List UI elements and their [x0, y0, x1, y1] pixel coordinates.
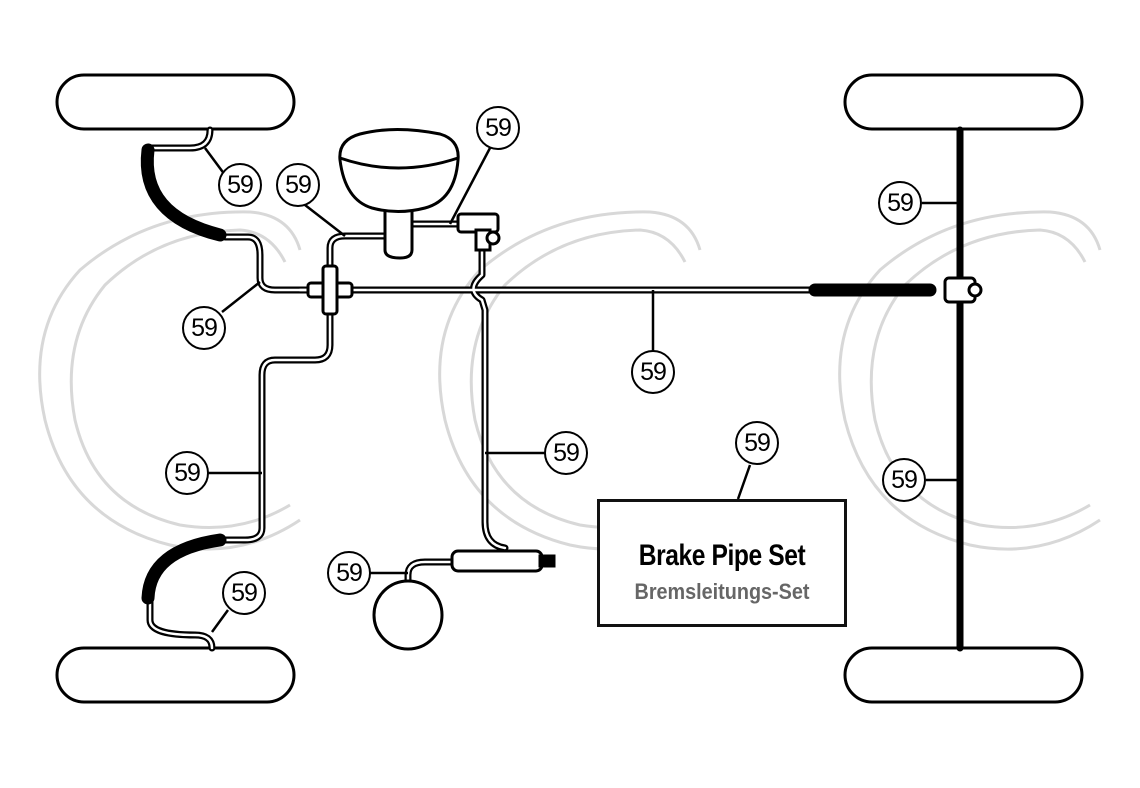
callout-59: 59	[222, 571, 266, 615]
callout-59: 59	[631, 350, 675, 394]
callout-59: 59	[735, 421, 779, 465]
brake-servo	[372, 579, 444, 651]
wheel-front-right	[55, 646, 296, 704]
fittings	[306, 212, 983, 573]
callout-59: 59	[276, 163, 320, 207]
wheel-front-left	[55, 73, 296, 131]
leader-lines	[203, 147, 960, 633]
hose-front-right	[141, 533, 227, 605]
callout-59: 59	[182, 306, 226, 350]
callout-59: 59	[544, 431, 588, 475]
wheel-rear-left	[843, 73, 1084, 131]
callout-59: 59	[878, 181, 922, 225]
callout-59: 59	[218, 163, 262, 207]
watermark-logo	[38, 210, 1102, 551]
part-label-box: Brake Pipe Set Bremsleitungs-Set	[597, 499, 847, 627]
callout-59: 59	[882, 458, 926, 502]
hose-front-left	[140, 143, 227, 242]
label-title: Brake Pipe Set	[638, 539, 806, 572]
wheels	[55, 73, 1084, 704]
callout-59: 59	[165, 451, 209, 495]
wheel-rear-right	[843, 646, 1084, 704]
callout-59: 59	[327, 551, 371, 595]
callout-59: 59	[476, 106, 520, 150]
pressure-switch	[450, 549, 544, 573]
label-subtitle: Bremsleitungs-Set	[634, 579, 810, 604]
master-cylinder	[338, 128, 460, 260]
